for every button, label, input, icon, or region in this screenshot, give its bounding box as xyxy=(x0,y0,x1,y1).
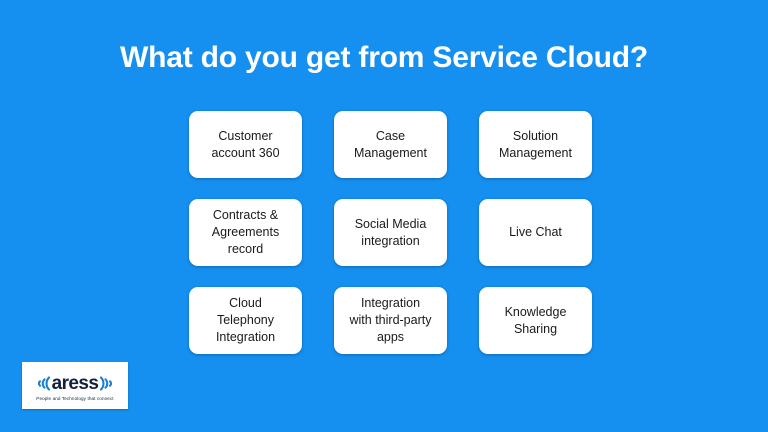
logo-tagline: People and Technology that connect xyxy=(36,395,114,401)
logo-mark: aress xyxy=(34,373,117,394)
feature-card-label: Live Chat xyxy=(509,225,562,240)
company-logo: aress People and Technology that connect xyxy=(22,362,128,409)
page-title: What do you get from Service Cloud? xyxy=(119,41,649,74)
feature-card[interactable]: Live Chat xyxy=(479,199,592,266)
signal-waves-right-icon xyxy=(99,374,116,393)
signal-waves-left-icon xyxy=(34,374,51,393)
logo-wordmark: aress xyxy=(51,372,99,394)
